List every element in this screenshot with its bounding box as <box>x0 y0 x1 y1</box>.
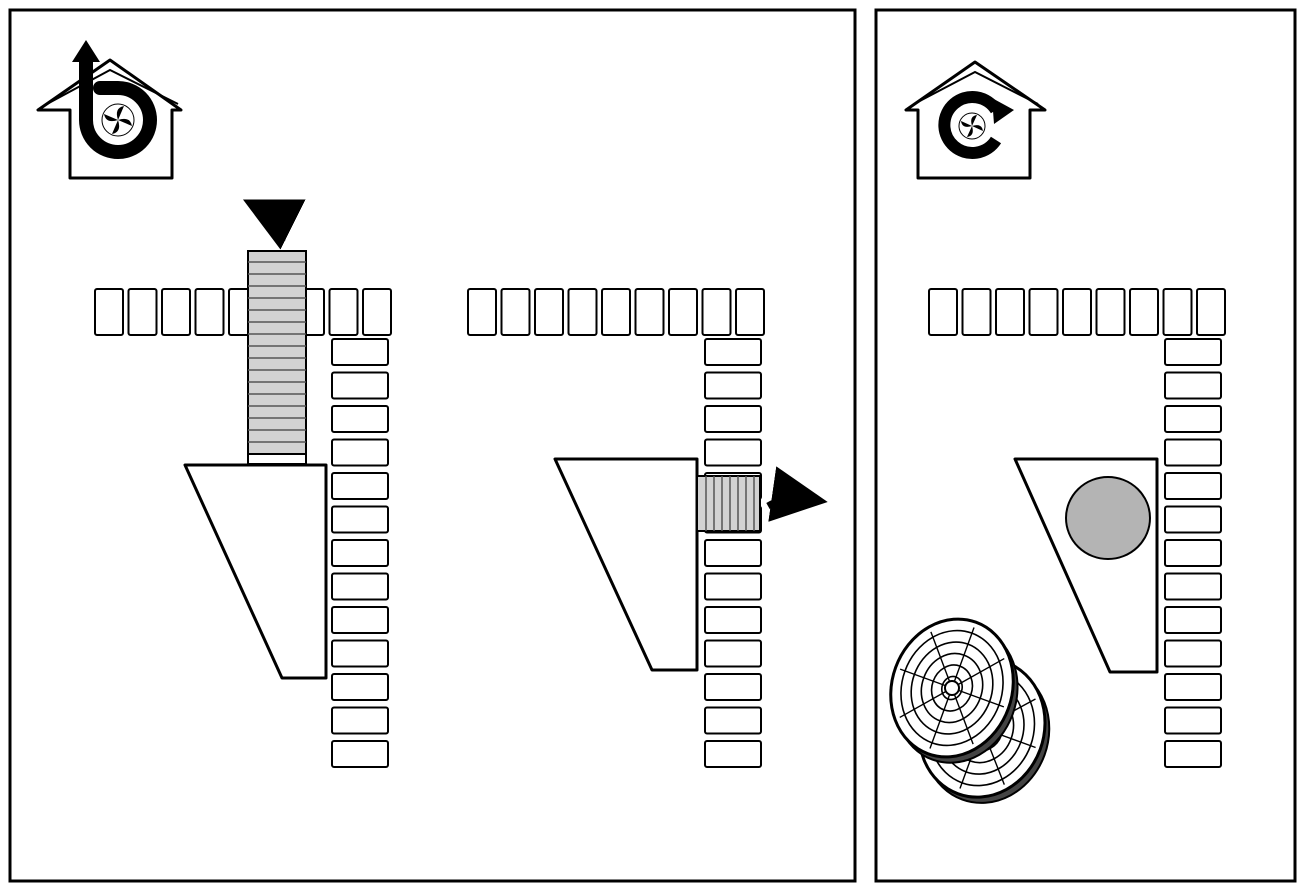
filter-spoke <box>899 687 953 719</box>
ceiling-brick <box>1162 288 1193 336</box>
ceiling-brick <box>735 288 765 336</box>
filter-spoke <box>951 687 974 745</box>
ceiling-brick <box>94 288 124 336</box>
ceiling-brick <box>961 288 992 336</box>
wall-brick <box>1164 572 1222 601</box>
wall-brick <box>1164 438 1222 467</box>
wall-brick <box>1164 740 1222 768</box>
wall-brick <box>704 539 762 567</box>
ceiling-brick <box>1062 288 1092 336</box>
airflow-up-arrow <box>242 199 306 250</box>
ceiling-brick <box>467 288 497 336</box>
wall-brick <box>704 639 762 668</box>
filter-spoke <box>930 631 953 689</box>
ceiling-brick <box>995 288 1025 336</box>
ceiling-brick <box>1028 288 1059 336</box>
hood-body-2 <box>553 457 699 672</box>
ceiling-brick <box>567 288 598 336</box>
panel-recirculation-frame <box>874 8 1297 883</box>
installation-horizontal-outlet <box>553 457 828 672</box>
chimney-duct-stripes <box>248 261 306 443</box>
ceiling-brick <box>534 288 564 336</box>
installation-vertical-outlet <box>183 199 328 680</box>
wall-duct-stripes <box>705 476 755 531</box>
wall-brick <box>1164 706 1222 735</box>
wall-brick <box>331 639 389 668</box>
ceiling-brick <box>1196 288 1226 336</box>
wall-brick <box>331 740 389 768</box>
filter-spoke <box>899 668 953 689</box>
ceiling-brick <box>668 288 698 336</box>
ceiling-brick <box>161 288 191 336</box>
filter-spoke <box>929 687 953 749</box>
duct-collar <box>247 453 307 465</box>
wall-brick <box>331 539 389 567</box>
wall-brick <box>331 338 389 366</box>
hood-body <box>183 463 328 680</box>
filter-spoke <box>951 657 1005 689</box>
wall-brick <box>704 338 762 366</box>
filter-spoke <box>951 627 975 689</box>
filter-spoke <box>951 687 1005 708</box>
wall-brick <box>1164 673 1222 701</box>
wall-brick <box>331 371 389 400</box>
wall-brick <box>331 405 389 433</box>
carbon-filter-circle <box>1065 476 1151 560</box>
carbon-filter-front <box>889 617 1019 764</box>
wall-brick <box>331 706 389 735</box>
wall-brick <box>1164 472 1222 500</box>
wall-brick <box>1164 505 1222 534</box>
carbon-filter-pair <box>889 617 1051 804</box>
wall-brick <box>704 405 762 433</box>
wall-brick <box>331 572 389 601</box>
wall-brick <box>704 572 762 601</box>
ceiling-brick <box>362 288 392 336</box>
ceiling-brick <box>601 288 631 336</box>
filter-hub <box>944 680 960 696</box>
walls <box>94 288 1226 768</box>
ceiling-brick <box>928 288 958 336</box>
ceiling-brick <box>1129 288 1159 336</box>
wall-brick <box>704 371 762 400</box>
panel-extraction-frame <box>8 8 857 883</box>
wall-duct <box>696 475 761 532</box>
wall-brick <box>331 505 389 534</box>
wall-brick <box>1164 606 1222 634</box>
wall-brick <box>704 740 762 768</box>
ceiling-brick <box>328 288 359 336</box>
wall-brick <box>331 673 389 701</box>
wall-brick <box>1164 405 1222 433</box>
wall-brick <box>331 438 389 467</box>
wall-brick <box>331 472 389 500</box>
ceiling-brick <box>634 288 665 336</box>
ceiling-brick <box>701 288 732 336</box>
ceiling-brick <box>194 288 225 336</box>
wall-brick <box>331 606 389 634</box>
wall-brick <box>1164 539 1222 567</box>
wall-brick <box>1164 639 1222 668</box>
wall-brick <box>704 673 762 701</box>
wall-brick <box>1164 371 1222 400</box>
fan-blades <box>104 106 132 134</box>
wall-brick <box>704 438 762 467</box>
ceiling-brick <box>1095 288 1126 336</box>
airflow-right-arrow <box>766 466 828 522</box>
house-fan-arrow-up-icon <box>36 40 183 180</box>
ceiling-brick <box>500 288 531 336</box>
installation-recirculation <box>1013 457 1159 674</box>
ceiling-brick <box>127 288 158 336</box>
wall-brick <box>704 706 762 735</box>
wall-brick <box>1164 338 1222 366</box>
wall-brick <box>704 606 762 634</box>
fan-blades-2 <box>961 115 983 137</box>
house-fan-recirculate-icon <box>904 60 1047 180</box>
chimney-duct <box>247 250 307 455</box>
